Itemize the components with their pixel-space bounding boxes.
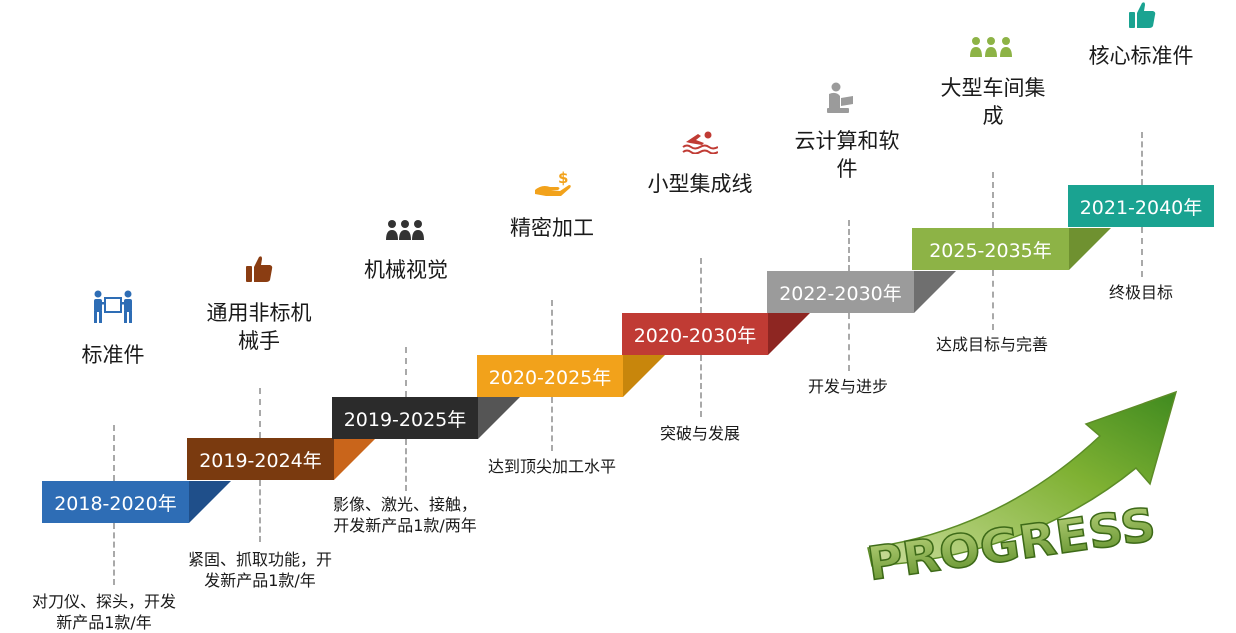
step-desc-6: 开发与进步: [807, 377, 888, 396]
step-fold-4: [623, 355, 665, 397]
connector-down-1: [113, 523, 115, 585]
step-desc-7: 达成目标与完善: [935, 335, 1048, 354]
step-bar-4: 2020-2025年: [477, 355, 623, 397]
swimmer-icon: [682, 131, 718, 154]
movers-icon: [94, 290, 132, 323]
connector-down-7: [992, 270, 994, 330]
step-fold-2: [334, 438, 376, 480]
step-bar-8: 2021-2040年: [1068, 185, 1214, 227]
step-fold-7: [1069, 228, 1111, 270]
connector-up-3: [405, 347, 407, 397]
progress-arrow-art: PROGRESS: [863, 390, 1178, 592]
step-years-1: 2018-2020年: [54, 492, 177, 515]
connector-down-6: [848, 313, 850, 371]
group-icon: [970, 37, 1012, 57]
step-desc-3: 影像、激光、接触， 开发新产品1款/两年: [332, 495, 477, 535]
connector-down-8: [1141, 227, 1143, 277]
step-title-6: 云计算和软 件: [794, 129, 900, 181]
step-title-7: 大型车间集 成: [940, 76, 1046, 128]
step-years-4: 2020-2025年: [488, 366, 612, 389]
step-desc-4: 达到顶尖加工水平: [487, 457, 616, 476]
step-fold-1: [189, 481, 231, 523]
step-years-5: 2020-2030年: [633, 324, 757, 347]
step-bar-5: 2020-2030年: [622, 313, 768, 355]
connector-up-8: [1141, 132, 1143, 185]
thumbs-up-icon: [246, 256, 273, 282]
connector-down-2: [259, 480, 261, 542]
connector-down-3: [405, 439, 407, 491]
step-bar-3: 2019-2025年: [332, 397, 478, 439]
connector-down-5: [700, 355, 702, 417]
step-title-4: 精密加工: [510, 216, 594, 240]
step-bar-7: 2025-2035年: [912, 228, 1069, 270]
connector-down-4: [551, 397, 553, 451]
reader-icon: [827, 82, 853, 113]
step-years-7: 2025-2035年: [929, 239, 1052, 262]
step-years-2: 2019-2024年: [199, 449, 322, 472]
step-title-2: 通用非标机 械手: [206, 301, 312, 353]
step-title-3: 机械视觉: [364, 258, 448, 282]
step-desc-2: 紧固、抓取功能，开 发新产品1款/年: [187, 550, 332, 590]
step-title-5: 小型集成线: [647, 172, 753, 196]
money-hand-icon: $: [535, 170, 571, 196]
connector-up-2: [259, 388, 261, 438]
connector-up-7: [992, 172, 994, 228]
step-bar-2: 2019-2024年: [187, 438, 334, 480]
connector-up-4: [551, 300, 553, 355]
connector-up-6: [848, 220, 850, 271]
step-bar-1: 2018-2020年: [42, 481, 189, 523]
connector-up-5: [700, 258, 702, 313]
step-title-8: 核心标准件: [1088, 44, 1194, 68]
step-years-8: 2021-2040年: [1079, 196, 1203, 219]
thumbs-up-icon: [1129, 2, 1156, 28]
connector-up-1: [113, 425, 115, 481]
step-title-1: 标准件: [81, 343, 145, 367]
step-years-6: 2022-2030年: [779, 282, 902, 305]
step-fold-3: [478, 397, 520, 439]
step-fold-5: [768, 313, 810, 355]
step-desc-1: 对刀仪、探头，开发 新产品1款/年: [31, 592, 176, 632]
svg-text:$: $: [558, 170, 568, 187]
step-desc-5: 突破与发展: [659, 424, 740, 443]
step-years-3: 2019-2025年: [343, 408, 467, 431]
step-bar-6: 2022-2030年: [767, 271, 914, 313]
step-fold-6: [914, 271, 956, 313]
step-desc-8: 终极目标: [1108, 283, 1173, 302]
team-icon: [386, 220, 424, 240]
